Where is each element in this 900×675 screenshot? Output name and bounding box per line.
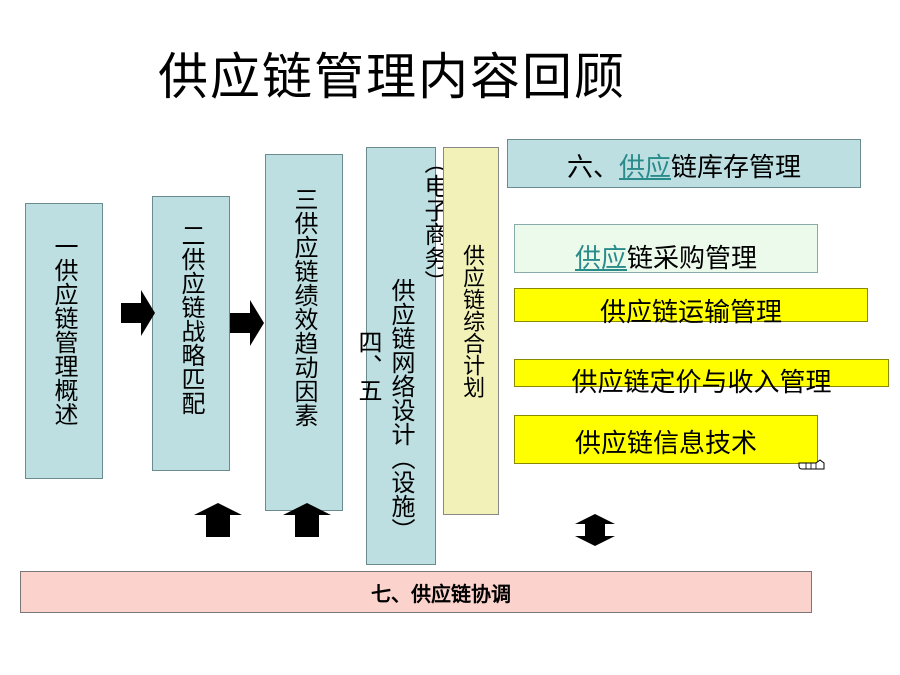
module-2-box: 二供应链战略匹配 [152,196,230,471]
pricing-label: 供应链定价与收入管理 [571,367,832,398]
infotech-box: 供应链信息技术 [514,415,818,464]
arrow-right-icon [121,290,155,336]
module-3-box: 三供应链绩效趋动因素 [265,154,343,511]
purchase-accent: 供应 [574,244,627,274]
module-4-5-box: 四、五 供应链网络设计（设施） （电子商务） [354,147,448,565]
purchase-box: 供应链采购管理 [514,224,818,274]
pointer-hand-icon [798,459,825,470]
module-7-label: 七、供应链协调 [371,581,511,606]
transport-label: 供应链运输管理 [599,297,782,328]
arrow-up-down-icon [575,514,615,546]
page-title: 供应链管理内容回顾 [158,48,626,106]
module-1-box: 一供应链管理概述 [25,203,103,479]
module-4-5-col2: 供应链网络设计（设施） [387,278,415,542]
arrow-right-icon [230,300,264,346]
module-6-prefix: 六、 [566,153,619,183]
module-6-accent: 供应 [618,153,671,183]
module-3-label: 三供应链绩效趋动因素 [290,187,318,427]
module-1-label: 一供应链管理概述 [50,234,78,426]
plan-box: 供应链综合计划 [443,147,499,515]
module-7-box: 七、供应链协调 [20,571,812,613]
module-2-label: 二供应链战略匹配 [177,223,205,415]
plan-label: 供应链综合计划 [459,244,485,398]
infotech-label: 供应链信息技术 [574,429,757,459]
transport-box: 供应链运输管理 [514,288,868,328]
arrow-up-icon [283,503,331,537]
module-6-box: 六、供应链库存管理 [507,139,861,188]
purchase-suffix: 链采购管理 [627,244,758,274]
pricing-box: 供应链定价与收入管理 [514,359,889,398]
arrow-up-icon [194,503,242,537]
module-4-5-col3: 四、五 [354,330,382,402]
module-6-suffix: 链库存管理 [671,153,802,183]
